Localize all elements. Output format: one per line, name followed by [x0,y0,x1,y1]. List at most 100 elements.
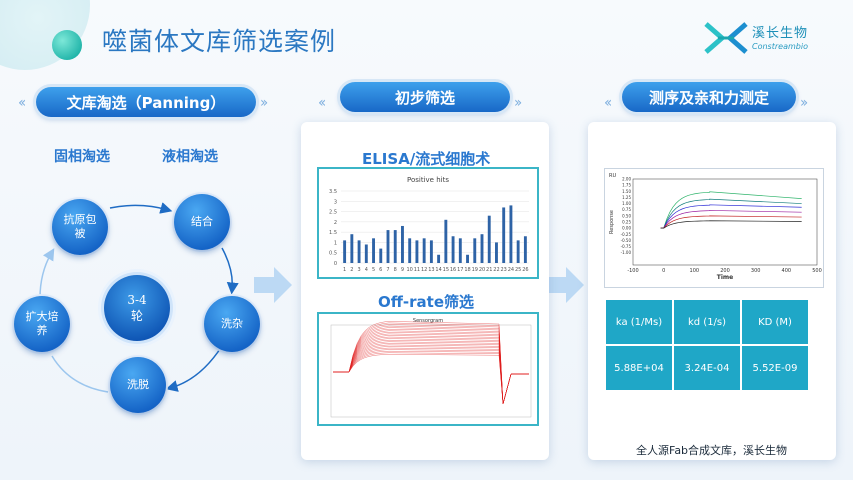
x-tick-label: 22 [493,267,499,273]
cycle-node-amplify: 扩大培养 [14,296,70,352]
bar [415,240,419,263]
bar [437,254,441,263]
label-offrate: Off-rate筛选 [378,293,474,311]
bar [422,238,426,263]
x-tick-label: 100 [690,268,700,274]
bar [509,205,513,263]
x-tick-label: 3 [357,267,360,273]
bar [466,254,469,263]
logo-subtitle: Constreambio [752,42,808,51]
offrate-sensorgram: Sensorgram [317,312,539,426]
pill-decor-left: ‹‹ [18,95,26,111]
x-tick-label: 400 [782,268,792,274]
header-initial-screening: 初步筛选 [340,82,510,112]
x-tick-label: 16 [450,267,456,273]
y-tick-label: 2.00 [622,177,631,182]
value-kd: 3.24E-04 [674,346,740,390]
y-tick-label: 2 [334,220,337,226]
y-tick-label: -0.50 [621,238,632,243]
y-tick-label: 3.5 [329,189,337,195]
x-tick-label: 25 [515,267,521,273]
x-tick-label: 8 [394,267,397,273]
value-ka: 5.88E+04 [606,346,672,390]
x-tick-label: 200 [720,268,730,274]
x-tick-label: -100 [627,268,638,274]
y-tick-label: 0.75 [622,207,631,212]
bar [451,236,455,263]
x-tick-label: 1 [343,267,346,273]
cycle-center-rounds: 3-4轮 [104,275,170,341]
bar [480,234,484,263]
y-tick-label: 2.5 [329,210,337,216]
bar [357,240,361,263]
y-tick-label: 0.25 [622,220,631,225]
y-tick-label: -0.25 [621,232,632,237]
bar [473,238,477,263]
kinetics-table: ka (1/Ms) kd (1/s) KD (M) 5.88E+04 3.24E… [604,298,810,392]
x-tick-label: 23 [501,267,507,273]
offrate-trace [333,321,529,405]
flow-arrow-icon [546,267,584,303]
header-KD: KD (M) [742,300,808,344]
x-tick-label: 17 [457,267,463,273]
decor-circle-teal [52,30,82,60]
x-tick-label: 20 [479,267,485,273]
cycle-arrows [39,202,239,393]
pill-decor-left: ‹‹ [604,95,612,111]
y-axis-label: Response [609,210,615,234]
y-tick-label: 0.50 [622,213,631,218]
pill-decor-left: ‹‹ [318,95,326,111]
cycle-node-antigen-coat: 抗原包被 [52,199,108,255]
bar [495,242,498,263]
plot-area [330,324,532,418]
kinetic-series-line [660,210,802,229]
x-tick-label: 4 [365,267,368,273]
x-tick-label: 14 [435,267,441,273]
y-tick-label: 0.00 [622,226,631,231]
header-ka: ka (1/Ms) [606,300,672,344]
affinity-chart-svg: RU-1.00-0.75-0.50-0.250.000.250.500.751.… [609,173,822,281]
bar [408,238,412,263]
pill-decor-right: ›› [514,95,522,111]
x-tick-label: 18 [464,267,470,273]
y-tick-label: 1.5 [329,230,337,236]
y-tick-label: -1.00 [621,250,632,255]
pill-decor-right: ›› [260,95,268,111]
label-liquid-panning: 液相淘选 [162,149,218,165]
x-tick-label: 21 [486,267,492,273]
bar [364,244,368,263]
plot-area [632,178,818,266]
page-title: 噬菌体文库筛选案例 [102,27,337,56]
bar [379,248,383,263]
bar [523,236,527,263]
x-tick-label: 26 [522,267,528,273]
x-axis-label: Time [717,274,733,281]
cycle-node-wash: 洗杂 [204,296,260,352]
bar [444,219,448,263]
x-tick-label: 13 [428,267,434,273]
header-affinity: 测序及亲和力测定 [622,82,796,112]
x-tick-label: 6 [379,267,382,273]
kinetic-series-line [660,191,802,229]
x-tick-label: 300 [751,268,761,274]
bar [386,230,390,263]
table-row: ka (1/Ms) kd (1/s) KD (M) [606,300,808,344]
header-kd: kd (1/s) [674,300,740,344]
y-tick-label: 0 [334,261,337,267]
y-tick-label: 1 [334,240,337,246]
pill-decor-right: ›› [800,95,808,111]
x-tick-label: 12 [421,267,427,273]
kinetic-series-line [660,220,802,229]
label-elisa: ELISA/流式细胞术 [362,150,491,168]
y-tick-label: 1.00 [622,201,631,206]
cycle-node-binding: 结合 [174,194,230,250]
offrate-chart-svg: Sensorgram [330,318,532,418]
value-KD: 5.52E-09 [742,346,808,390]
flow-arrow-icon [254,267,292,303]
bar-chart-title: Positive hits [407,176,449,184]
x-tick-label: 7 [386,267,389,273]
kinetic-series-line [660,215,802,229]
offrate-chart-title: Sensorgram [413,318,443,324]
